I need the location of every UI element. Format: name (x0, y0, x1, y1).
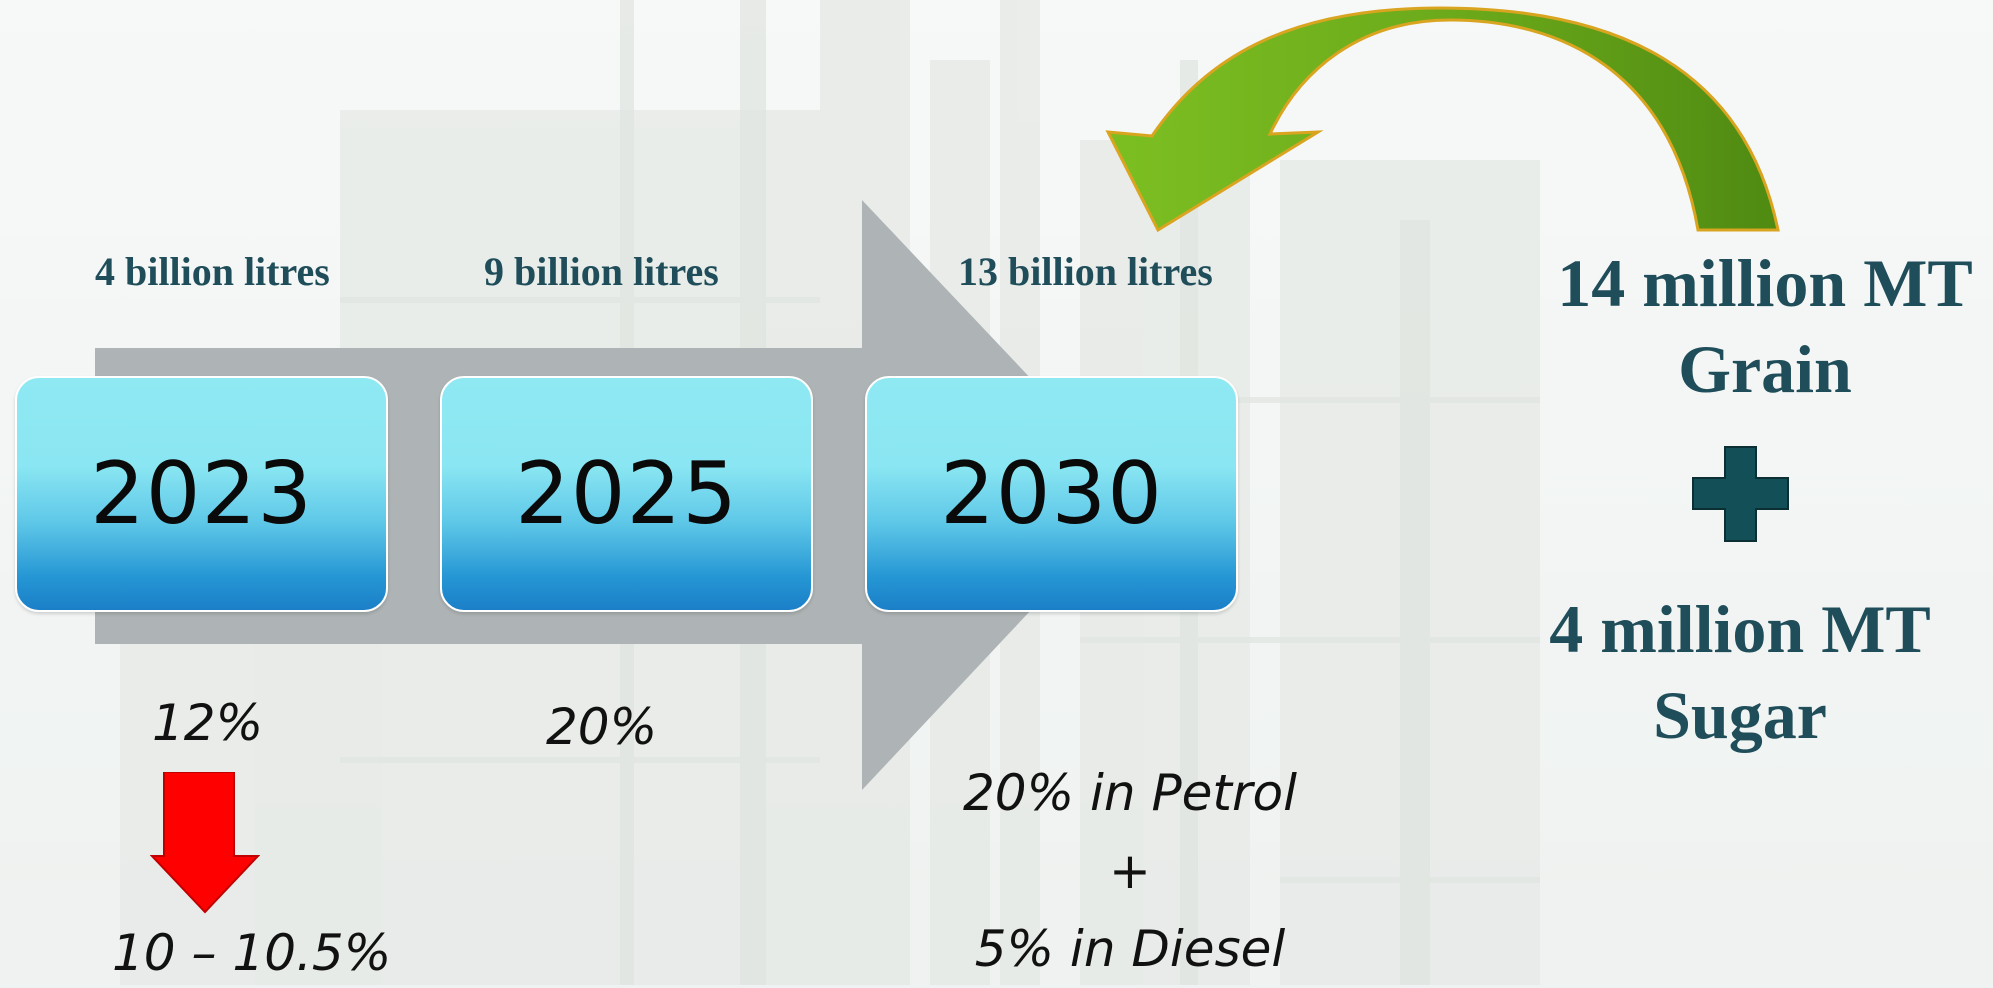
volume-2023: 4 billion litres (95, 249, 330, 294)
blend-2023: 12% (152, 694, 264, 752)
blend-2030-diesel: 5% in Diesel (974, 920, 1286, 978)
sugar-label: Sugar (1653, 677, 1827, 753)
year-box-2030: 2030 (865, 376, 1238, 612)
year-box-2025: 2025 (440, 376, 813, 612)
year-label-2030: 2030 (940, 444, 1163, 544)
blend-2025: 20% (546, 698, 658, 756)
blend-2030-plus: + (1109, 842, 1151, 900)
year-label-2025: 2025 (515, 444, 738, 544)
grain-label: Grain (1678, 331, 1852, 407)
down-arrow-icon (150, 772, 260, 914)
plus-icon (1692, 446, 1789, 542)
blend-2023-revised: 10 – 10.5% (112, 924, 392, 982)
year-label-2023: 2023 (90, 444, 313, 544)
feedstock-sugar: 4 million MT Sugar (1515, 586, 1965, 758)
sugar-quantity: 4 million MT (1549, 591, 1931, 667)
grain-quantity: 14 million MT (1557, 245, 1973, 321)
blend-2030: 20% in Petrol + 5% in Diesel (930, 754, 1330, 988)
year-box-2023: 2023 (15, 376, 388, 612)
blend-2030-petrol: 20% in Petrol (962, 764, 1298, 822)
volume-2025: 9 billion litres (484, 249, 719, 294)
feedstock-grain: 14 million MT Grain (1540, 240, 1990, 412)
volume-2030: 13 billion litres (958, 249, 1213, 294)
